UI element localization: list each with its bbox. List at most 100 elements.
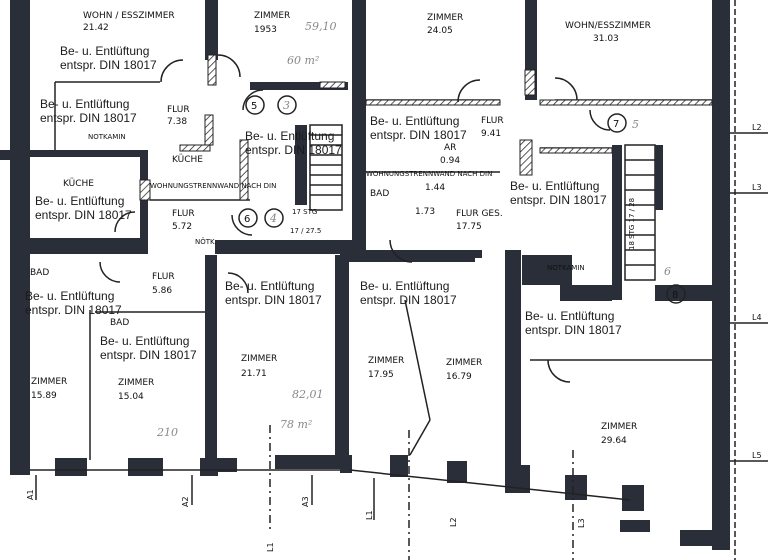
svg-text:entspr. DIN 18017: entspr. DIN 18017 xyxy=(225,293,322,307)
room-label: ZIMMER xyxy=(601,422,637,432)
room-label: WOHN/ESSZIMMER xyxy=(565,21,651,31)
marker-number: 6 xyxy=(244,214,250,225)
staircase-left xyxy=(295,124,343,211)
room-area: 7.38 xyxy=(167,117,187,127)
stairs-label: 17 STG xyxy=(292,208,317,216)
staircase-right xyxy=(624,144,663,281)
room-label: WOHN / ESSZIMMER xyxy=(83,11,175,21)
room-label: ZIMMER xyxy=(241,354,277,364)
room-area: 9.41 xyxy=(481,129,501,139)
stairs-label: 17 / 27.5 xyxy=(290,227,321,235)
handwritten-note: 60 m² xyxy=(287,54,319,67)
svg-text:entspr. DIN 18017: entspr. DIN 18017 xyxy=(100,348,197,362)
room-area: 17.75 xyxy=(456,222,482,232)
bath-label: BAD xyxy=(30,268,49,278)
bath-label: BAD xyxy=(110,318,129,328)
room-label: AR xyxy=(444,143,456,153)
svg-text:entspr. DIN 18017: entspr. DIN 18017 xyxy=(370,128,467,142)
axis-label: L2 xyxy=(752,123,762,132)
svg-text:Be- u. Entlüftung: Be- u. Entlüftung xyxy=(100,334,189,348)
svg-text:Be- u. Entlüftung: Be- u. Entlüftung xyxy=(370,114,459,128)
notkamin-label: NOTKAMIN xyxy=(88,133,126,141)
notkamin-label: NOTKAMIN xyxy=(547,264,585,272)
room-label: ZIMMER xyxy=(118,378,154,388)
marker-number: 5 xyxy=(632,118,639,131)
handwritten-note: 210 xyxy=(156,426,178,439)
room-label: FLUR xyxy=(481,116,504,126)
room-area: 5.86 xyxy=(152,286,172,296)
room-label: ZIMMER xyxy=(446,358,482,368)
handwritten-note: 78 m² xyxy=(280,418,312,431)
axis-label: L1 xyxy=(266,542,275,552)
axis-label: A1 xyxy=(26,489,35,500)
svg-text:entspr. DIN 18017: entspr. DIN 18017 xyxy=(245,143,342,157)
room-area: 21.42 xyxy=(83,23,109,33)
doors xyxy=(99,54,611,383)
room-label: ZIMMER xyxy=(31,377,67,387)
bath-label: BAD xyxy=(370,189,389,199)
partition-wall-label: WOHNUNGSTRENNWAND NACH DIN xyxy=(150,182,276,190)
marker-number: 5 xyxy=(251,101,257,112)
room-area: 15.04 xyxy=(118,392,144,402)
room-label: FLUR xyxy=(172,209,195,219)
handwritten-note: 82,01 xyxy=(292,388,324,401)
room-area: 24.05 xyxy=(427,26,453,36)
area-label: 1.73 xyxy=(415,207,435,217)
room-area: 16.79 xyxy=(446,372,472,382)
svg-text:entspr. DIN 18017: entspr. DIN 18017 xyxy=(25,303,122,317)
svg-text:Be- u. Entlüftung: Be- u. Entlüftung xyxy=(245,129,334,143)
room-label: FLUR xyxy=(167,105,190,115)
room-area: 21.71 xyxy=(241,369,267,379)
room-label: FLUR xyxy=(152,272,175,282)
svg-text:Be- u. Entlüftung: Be- u. Entlüftung xyxy=(40,97,129,111)
room-area: 29.64 xyxy=(601,436,627,446)
marker-number: 6 xyxy=(664,265,671,278)
svg-text:Be- u. Entlüftung: Be- u. Entlüftung xyxy=(360,279,449,293)
room-label: ZIMMER xyxy=(427,13,463,23)
kitchen-label: KÜCHE xyxy=(172,154,203,165)
axis-label: A3 xyxy=(301,496,310,507)
axis-label: L3 xyxy=(752,183,762,192)
room-label: ZIMMER xyxy=(368,356,404,366)
svg-text:Be- u. Entlüftung: Be- u. Entlüftung xyxy=(510,179,599,193)
marker-number: 7 xyxy=(613,119,619,130)
axis-label: A2 xyxy=(181,496,190,507)
svg-text:Be- u. Entlüftung: Be- u. Entlüftung xyxy=(525,309,614,323)
small-labels: NOTKAMIN NOTKAMIN NÖTK. WOHNUNGSTRENNWAN… xyxy=(30,133,636,328)
stairs-label: 18 STG 17 / 28 xyxy=(628,198,636,250)
kitchen-label: KÜCHE xyxy=(63,178,94,189)
axis-label: L2 xyxy=(449,517,458,527)
partitions xyxy=(30,54,713,501)
room-area: 17.95 xyxy=(368,370,394,380)
notk-label: NÖTK. xyxy=(195,237,217,246)
position-markers: 5 3 6 4 7 5 8 6 xyxy=(238,95,686,304)
svg-text:entspr. DIN 18017: entspr. DIN 18017 xyxy=(525,323,622,337)
room-area: 15.89 xyxy=(31,391,57,401)
axis-label: L1 xyxy=(365,510,374,520)
axis-label: L5 xyxy=(752,451,762,460)
svg-text:entspr. DIN 18017: entspr. DIN 18017 xyxy=(360,293,457,307)
handwritten-note: 59,10 xyxy=(305,20,337,33)
area-label: 1.44 xyxy=(425,183,445,193)
svg-text:Be- u. Entlüftung: Be- u. Entlüftung xyxy=(35,194,124,208)
axis-label: L3 xyxy=(577,518,586,528)
svg-text:entspr. DIN 18017: entspr. DIN 18017 xyxy=(60,58,157,72)
room-area: 0.94 xyxy=(440,156,460,166)
svg-text:entspr. DIN 18017: entspr. DIN 18017 xyxy=(510,193,607,207)
room-area: 5.72 xyxy=(172,222,192,232)
room-label: ZIMMER xyxy=(254,11,290,21)
marker-number: 4 xyxy=(269,212,277,225)
svg-text:Be- u. Entlüftung: Be- u. Entlüftung xyxy=(60,44,149,58)
room-label: FLUR GES. xyxy=(456,209,503,219)
